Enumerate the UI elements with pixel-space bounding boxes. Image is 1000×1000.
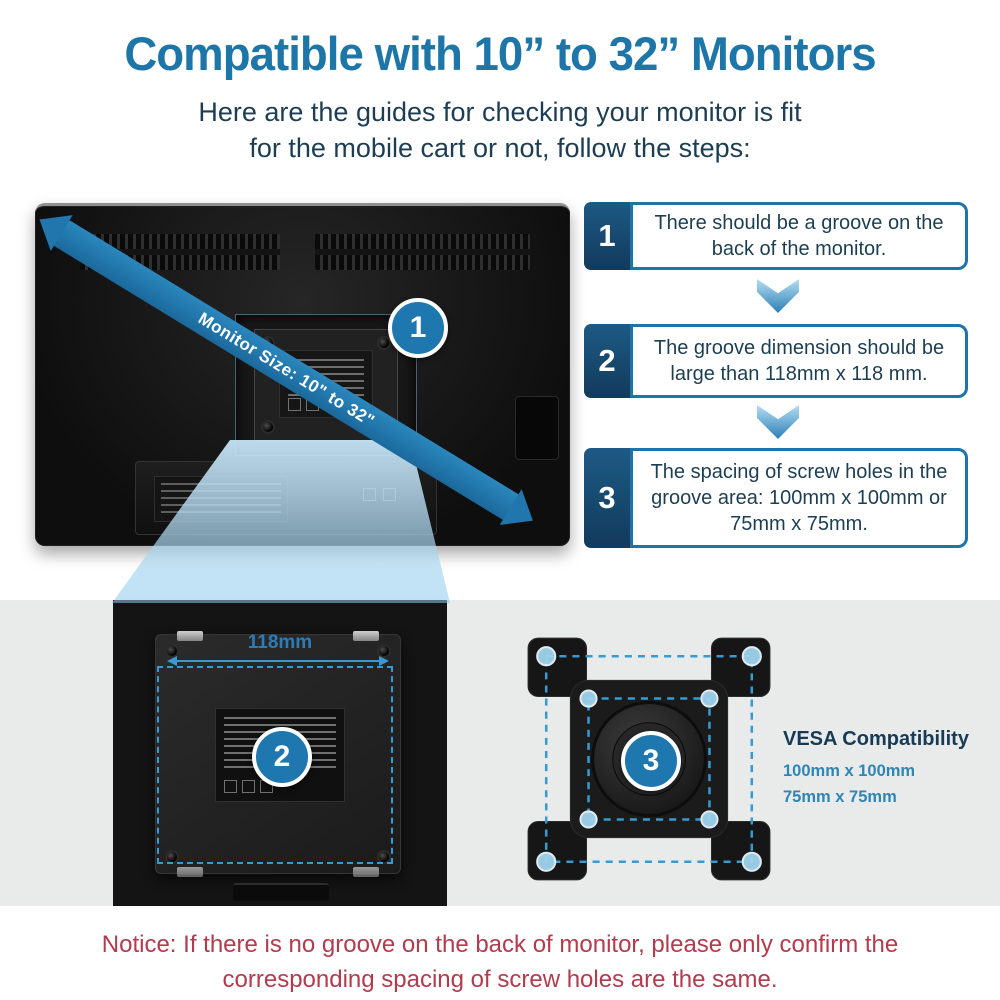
chevron-down-icon bbox=[757, 279, 799, 313]
screw-hole bbox=[263, 422, 273, 432]
screw-hole bbox=[379, 338, 389, 348]
chevron-down-icon bbox=[757, 405, 799, 439]
callout-1-badge: 1 bbox=[388, 298, 448, 358]
screw-hole bbox=[167, 646, 177, 656]
step-3-number-badge: 3 bbox=[584, 448, 630, 548]
vent-grille-right bbox=[315, 234, 530, 270]
step-3-text: The spacing of screw holes in the groove… bbox=[650, 461, 948, 535]
vesa-compatibility-info: VESA Compatibility 100mm x 100mm 75mm x … bbox=[783, 728, 969, 810]
groove-closeup-photo: 118mm 2 bbox=[113, 600, 447, 906]
step-1-text: There should be a groove on the back of … bbox=[654, 212, 944, 260]
callout-3-number: 3 bbox=[642, 744, 660, 777]
step-1-number-badge: 1 bbox=[584, 202, 630, 270]
screw-hole bbox=[379, 852, 389, 862]
vesa-adapter-photo: 3 bbox=[518, 628, 780, 890]
vesa-size-75: 75mm x 75mm bbox=[783, 787, 897, 806]
vesa-size-100: 100mm x 100mm bbox=[783, 762, 916, 780]
page-subtitle-line2: for the mobile cart or not, follow the s… bbox=[249, 133, 751, 164]
mount-clip bbox=[353, 631, 379, 641]
dimension-label: 118mm bbox=[247, 632, 313, 653]
step-2-number-badge: 2 bbox=[584, 324, 630, 398]
cert-logo-icon bbox=[224, 780, 237, 793]
callout-1-number: 1 bbox=[409, 311, 427, 344]
groove-dimension-outline bbox=[157, 666, 393, 864]
screw-hole bbox=[379, 646, 389, 656]
step-3-text-box: The spacing of screw holes in the groove… bbox=[630, 448, 968, 548]
mount-clip bbox=[177, 631, 203, 641]
step-row-2: 2 The groove dimension should be large t… bbox=[584, 324, 968, 398]
callout-3-badge: 3 bbox=[621, 731, 681, 791]
page-title: Compatible with 10” to 32” Monitors bbox=[124, 27, 876, 80]
mount-clip bbox=[177, 867, 203, 877]
step-2-text-box: The groove dimension should be large tha… bbox=[630, 324, 968, 398]
mount-clip bbox=[353, 867, 379, 877]
page-subtitle-line1: Here are the guides for checking your mo… bbox=[198, 97, 802, 127]
callout-2-number: 2 bbox=[273, 740, 291, 773]
step-row-1: 1 There should be a groove on the back o… bbox=[584, 202, 968, 270]
step-2-number: 2 bbox=[598, 343, 616, 378]
notice-line1: Notice: If there is no groove on the bac… bbox=[101, 931, 899, 958]
vesa-heading: VESA Compatibility bbox=[783, 728, 969, 750]
vesa-pattern-overlay bbox=[536, 646, 762, 872]
screw-hole bbox=[167, 852, 177, 862]
notice-text: Notice: If there is no groove on the bac… bbox=[0, 928, 1000, 998]
step-1-text-box: There should be a groove on the back of … bbox=[630, 202, 968, 270]
cert-logo-icon bbox=[242, 780, 255, 793]
dimension-arrow bbox=[167, 656, 389, 666]
callout-2-badge: 2 bbox=[252, 727, 312, 787]
step-row-3: 3 The spacing of screw holes in the groo… bbox=[584, 448, 968, 548]
port-cover bbox=[515, 396, 559, 460]
step-1-number: 1 bbox=[598, 218, 616, 253]
stand-notch bbox=[233, 883, 329, 901]
page-subtitle: Here are the guides for checking your mo… bbox=[0, 94, 1000, 167]
step-3-number: 3 bbox=[598, 480, 616, 515]
notice-line2: corresponding spacing of screw holes are… bbox=[222, 965, 778, 993]
step-2-text: The groove dimension should be large tha… bbox=[653, 337, 945, 385]
cert-logo-icon bbox=[288, 398, 301, 411]
